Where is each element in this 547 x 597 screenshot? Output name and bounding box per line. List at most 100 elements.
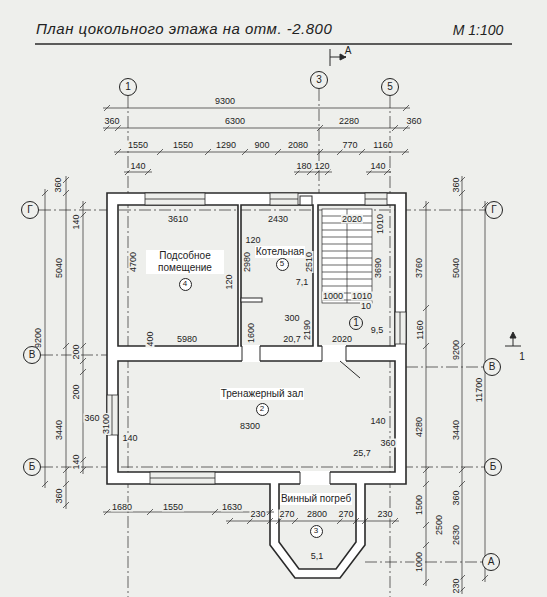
- dimension-tick: [80, 467, 86, 473]
- dimension-tick: [115, 149, 121, 155]
- dimension-tick: [267, 518, 273, 524]
- dimension-tick: [337, 518, 343, 524]
- dimension-tick: [115, 125, 121, 131]
- dimension-text: 1500: [415, 494, 424, 516]
- dimension-text: 200: [72, 343, 81, 360]
- dimension-text: 3440: [452, 419, 461, 441]
- room-number: 4: [179, 278, 192, 291]
- axis-letter: 1: [125, 82, 131, 92]
- chimney: [300, 196, 312, 205]
- dimension-tick: [359, 149, 365, 155]
- stair-tread: [322, 244, 372, 245]
- dimension-text: 140: [129, 162, 146, 171]
- dimension-text: 140: [72, 453, 81, 470]
- dimension-text: 360: [452, 489, 461, 506]
- dimension-text: 1010: [351, 292, 373, 301]
- dimension-text: 400: [146, 330, 155, 347]
- dimension-tick: [353, 518, 359, 524]
- room-name: Подсобное помещение: [146, 250, 224, 274]
- dimension-tick: [423, 305, 429, 311]
- dimension-text: 1600: [247, 322, 256, 344]
- axis-marker: 1: [349, 316, 363, 330]
- dimension-tick: [104, 105, 110, 111]
- dimension-text: 230: [452, 577, 461, 594]
- dimension-tick: [276, 518, 282, 524]
- room-name: Винный погреб: [280, 493, 352, 505]
- dimension-text: 2430: [267, 215, 289, 224]
- axis-letter: Б: [490, 462, 497, 472]
- dimension-line: [66, 176, 67, 509]
- section-mark: А: [344, 46, 353, 56]
- dimension-text: 5,1: [310, 552, 325, 561]
- axis-letter: А: [488, 557, 495, 567]
- dimension-text: 20,7: [282, 335, 302, 344]
- dimension-tick: [459, 481, 465, 487]
- dimension-tick: [42, 481, 48, 487]
- room-number-text: 2: [260, 405, 264, 413]
- dimension-line: [226, 521, 399, 522]
- dimension-tick: [423, 467, 429, 473]
- dimension-tick: [63, 177, 69, 183]
- door-jambs: [242, 346, 360, 484]
- dimension-text: 2630: [452, 524, 461, 546]
- dimension-tick: [292, 518, 298, 524]
- dimension-text: 1290: [215, 141, 237, 150]
- axis-marker: А: [482, 553, 500, 571]
- room-name: Тренажерный зал: [220, 388, 305, 400]
- dimension-text: 9,5: [370, 326, 385, 335]
- dimension-tick: [247, 518, 253, 524]
- room-number-text: 3: [314, 527, 318, 535]
- dimension-text: 2800: [306, 510, 328, 519]
- dimension-tick: [104, 509, 110, 515]
- room-label: Подсобное помещение 4: [146, 250, 224, 292]
- dimension-text: 1160: [416, 319, 425, 340]
- dimension-text: 1000: [415, 551, 424, 573]
- dimension-tick: [423, 542, 429, 548]
- dimension-text: 1550: [162, 503, 184, 512]
- dimension-tick: [157, 149, 163, 155]
- dimension-text: 3760: [415, 257, 424, 279]
- dimension-text: 10: [360, 302, 372, 311]
- stair-tread: [322, 230, 372, 231]
- dimension-tick: [459, 467, 465, 473]
- room-number: 5: [276, 258, 289, 271]
- dimension-tick: [212, 509, 218, 515]
- dimension-tick: [392, 125, 398, 131]
- dimension-text: 360: [379, 439, 396, 448]
- axis-marker: 3: [310, 71, 328, 89]
- plan-title: План цокольного этажа на отм. -2.800: [36, 21, 332, 36]
- dimension-tick: [80, 202, 86, 208]
- dimension-text: 4700: [129, 251, 138, 273]
- dimension-text: 1550: [127, 141, 149, 150]
- dimension-text: 7,1: [295, 278, 310, 287]
- room-number-text: 5: [280, 260, 284, 268]
- dimension-tick: [362, 518, 368, 524]
- dimension-text: 25,7: [352, 449, 372, 458]
- dimension-tick: [423, 202, 429, 208]
- dimension-line: [103, 108, 410, 109]
- dimension-line: [485, 201, 486, 582]
- axis-letter: 1: [353, 318, 359, 328]
- dimension-text: 1160: [372, 141, 393, 150]
- dimension-tick: [63, 502, 69, 508]
- dimension-line: [83, 201, 84, 474]
- axis-marker: Б: [23, 458, 41, 476]
- dimension-text: 360: [83, 414, 100, 423]
- dimension-tick: [205, 149, 211, 155]
- dimension-text: 1680: [111, 503, 133, 512]
- dimension-text: 360: [103, 117, 120, 126]
- dimension-tick: [63, 467, 69, 473]
- axis-marker: Б: [484, 458, 502, 476]
- dimension-text: 360: [452, 176, 461, 193]
- dimension-text: 180: [295, 162, 312, 171]
- dimension-tick: [392, 518, 398, 524]
- axis-marker: В: [23, 346, 41, 364]
- dimension-tick: [402, 149, 408, 155]
- stair-tread: [322, 279, 372, 280]
- dimension-text: 120: [313, 162, 330, 171]
- dimension-text: 230: [376, 510, 393, 519]
- room-name: Котельная: [255, 246, 305, 258]
- axis-letter: 5: [387, 82, 393, 92]
- dimension-text: 9200: [452, 339, 461, 361]
- stair-tread: [322, 251, 372, 252]
